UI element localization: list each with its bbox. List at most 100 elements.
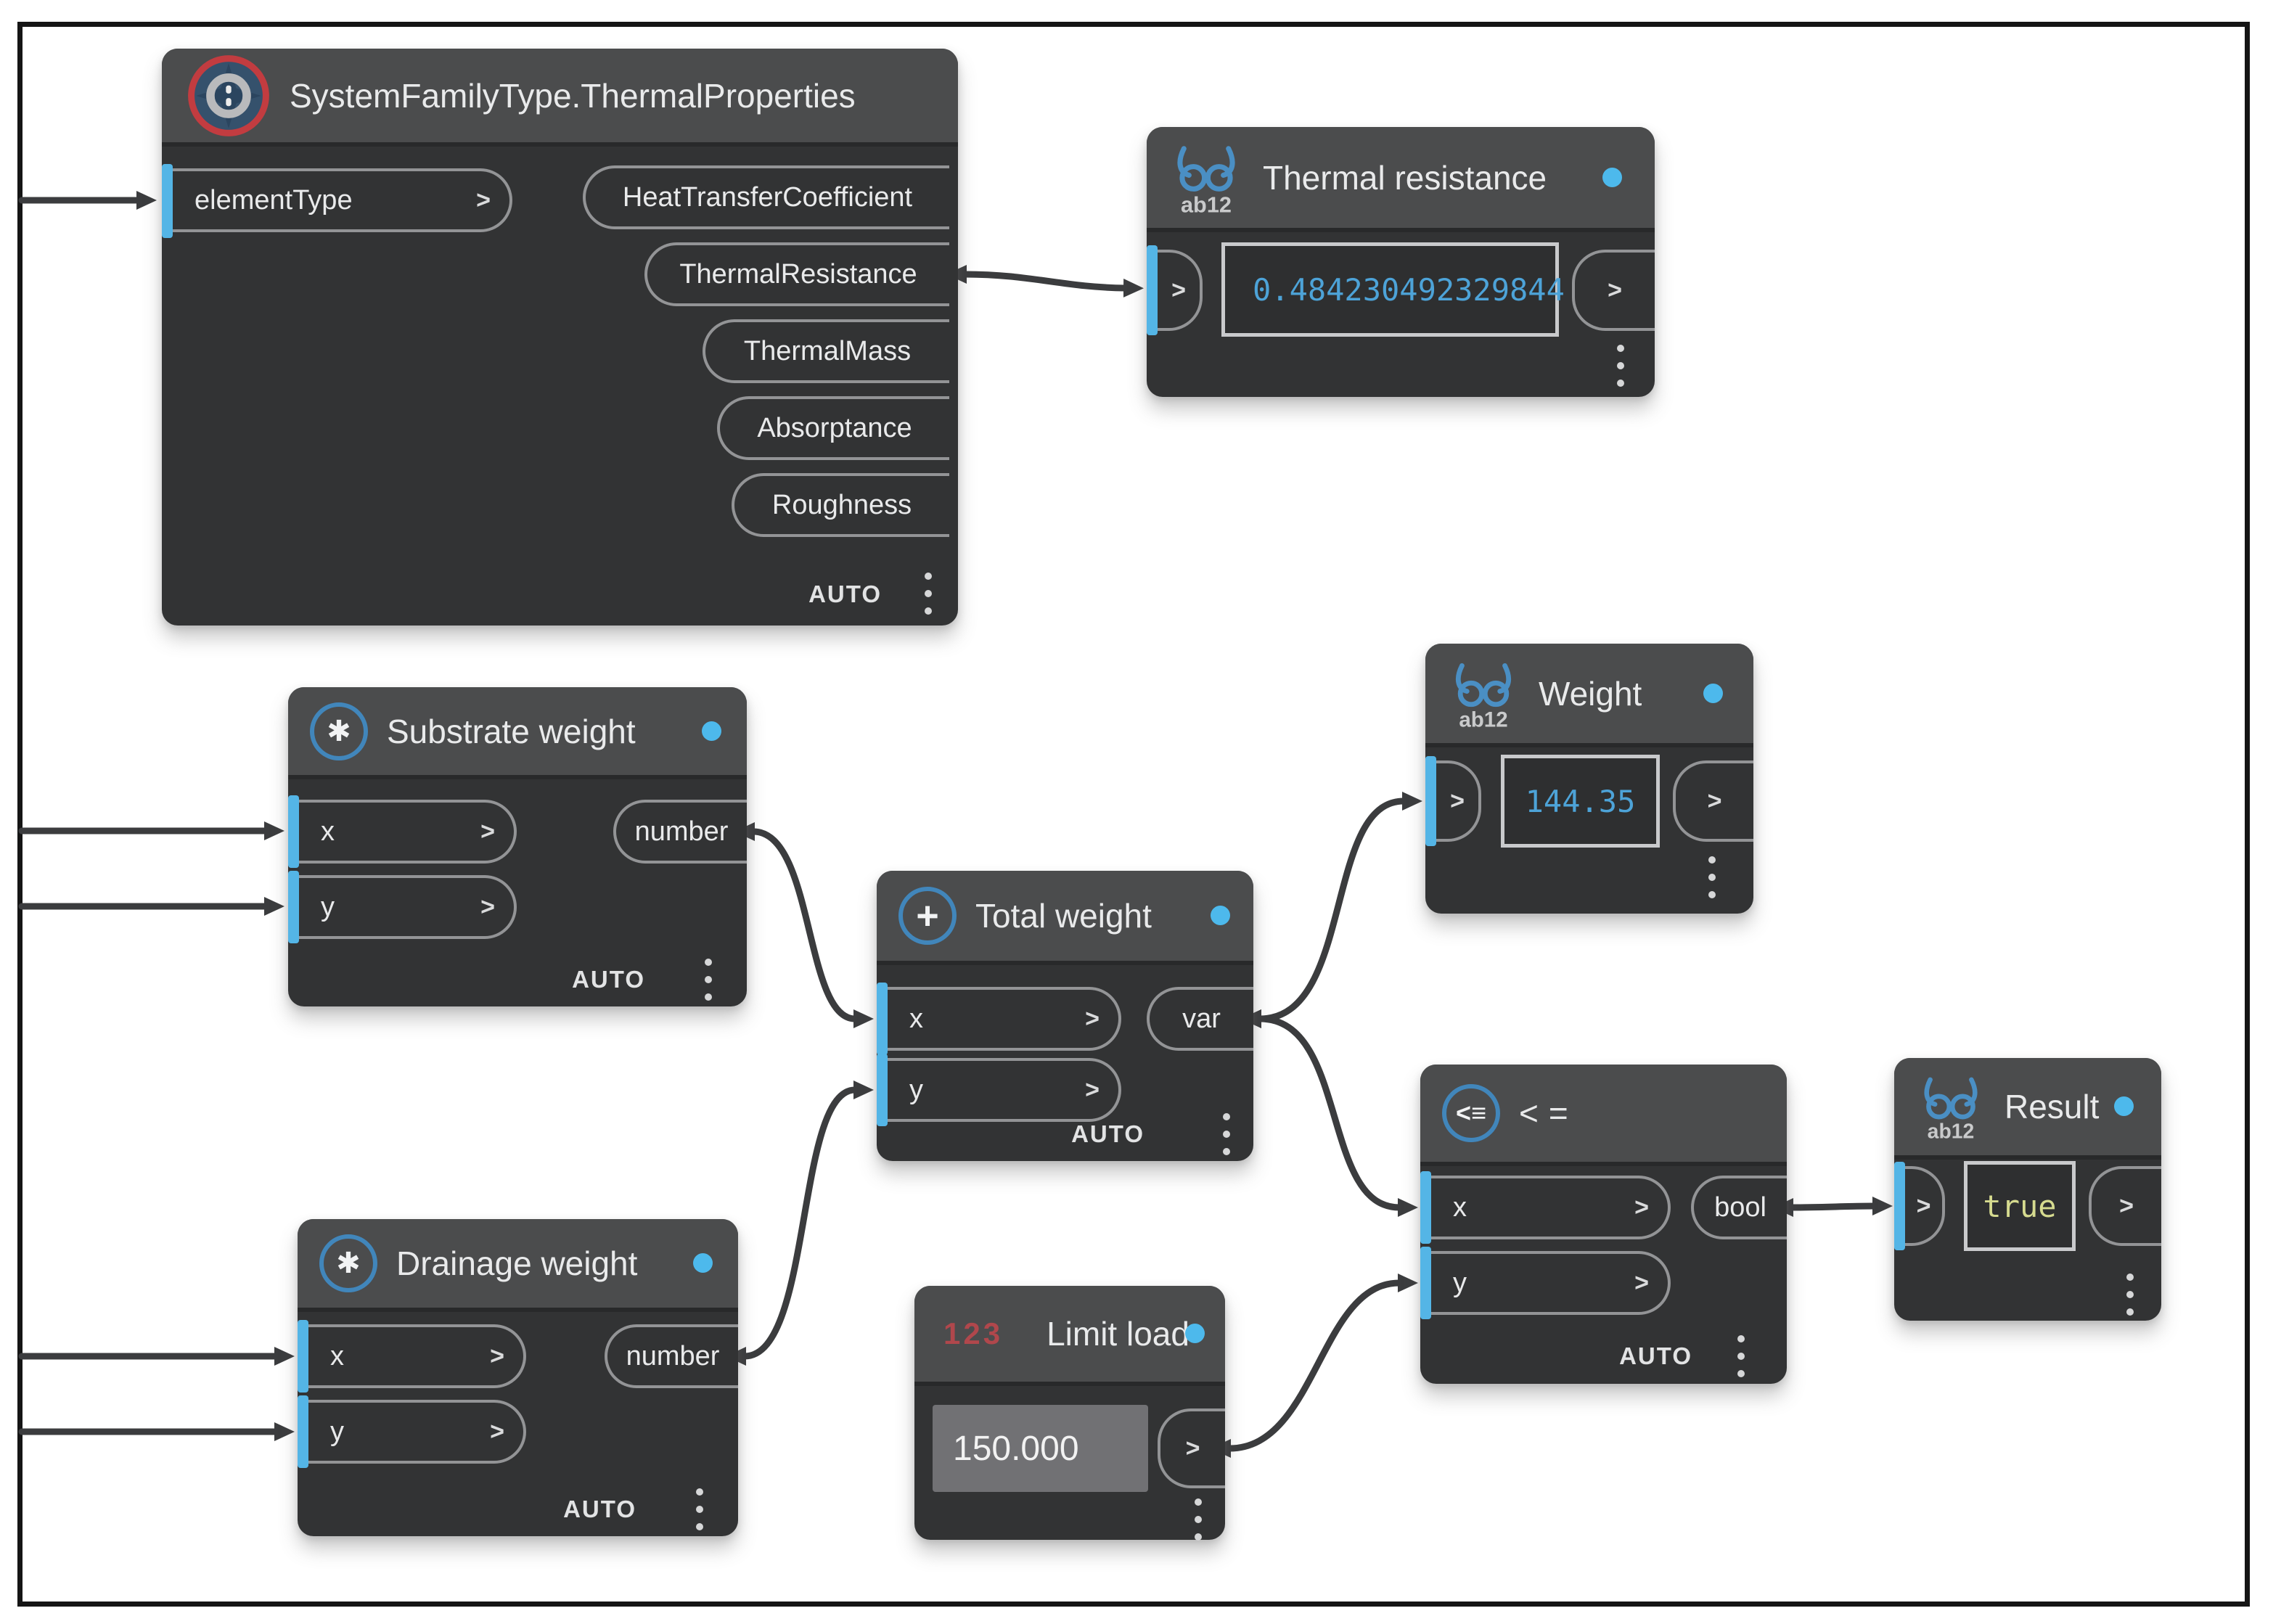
lacing-label[interactable]: AUTO xyxy=(563,1496,636,1522)
input-port-x[interactable]: x > xyxy=(888,987,1121,1051)
node-menu-dots[interactable] xyxy=(1737,1335,1745,1377)
node-menu-dots[interactable] xyxy=(1617,345,1624,387)
output-port-heattransfercoefficient[interactable]: HeatTransferCoefficient xyxy=(583,165,949,229)
input-port-y[interactable]: y > xyxy=(888,1058,1121,1122)
multiply-icon: ✱ xyxy=(310,702,368,760)
output-port-var[interactable]: var xyxy=(1147,987,1253,1051)
input-port[interactable]: > xyxy=(1436,760,1481,842)
lacing-label[interactable]: AUTO xyxy=(572,966,645,993)
node-thermal-resistance-watch[interactable]: ab12 Thermal resistance > 0.484230492329… xyxy=(1147,127,1655,397)
number-icon: 123 xyxy=(943,1316,1004,1350)
input-port-bar xyxy=(1147,245,1158,335)
port-chevron: > xyxy=(476,186,491,214)
node-menu-dots[interactable] xyxy=(1708,856,1716,898)
input-port-x[interactable]: x > xyxy=(1431,1176,1671,1239)
wire-total-to-lessequal-x[interactable] xyxy=(1241,1009,1418,1217)
node-header[interactable]: ab12 Thermal resistance xyxy=(1147,127,1655,232)
node-header[interactable]: ab12 Weight xyxy=(1425,644,1753,747)
wire-total-to-weight[interactable] xyxy=(1241,792,1422,1028)
input-port-bar xyxy=(298,1320,308,1393)
input-port[interactable]: > xyxy=(1158,250,1203,331)
input-port-bar xyxy=(162,164,173,238)
node-result-watch[interactable]: ab12 Result > true > xyxy=(1894,1058,2161,1321)
node-menu-dots[interactable] xyxy=(2126,1274,2134,1316)
node-header[interactable]: ✱ Drainage weight xyxy=(298,1219,738,1312)
input-port-bar xyxy=(877,983,888,1055)
node-title: <= xyxy=(1519,1094,1578,1132)
port-label: elementType xyxy=(194,184,353,216)
port-chevron: > xyxy=(480,893,495,921)
output-port[interactable]: > xyxy=(2089,1166,2161,1246)
port-label: Roughness xyxy=(771,489,912,520)
node-systemfamilytype-thermalproperties[interactable]: SystemFamilyType.ThermalProperties eleme… xyxy=(162,49,958,626)
lacing-label[interactable]: AUTO xyxy=(1619,1342,1692,1369)
port-label: y xyxy=(1453,1267,1467,1298)
output-port-bool[interactable]: bool xyxy=(1691,1176,1787,1239)
port-chevron: > xyxy=(1916,1192,1931,1220)
watch-icon: ab12 xyxy=(1924,1077,1978,1141)
node-less-equal[interactable]: <≡ <= x > y > bool AUTO xyxy=(1420,1065,1787,1384)
input-port-y[interactable]: y > xyxy=(308,1400,526,1464)
input-port-bar xyxy=(288,795,299,868)
wire-drainage-to-total-y[interactable] xyxy=(726,1080,874,1366)
output-port-roughness[interactable]: Roughness xyxy=(732,473,949,537)
node-substrate-weight[interactable]: ✱ Substrate weight x > y > number AUTO xyxy=(288,687,747,1006)
node-menu-dots[interactable] xyxy=(1223,1113,1230,1155)
renamed-indicator-dot xyxy=(2114,1096,2134,1116)
output-port-thermalresistance[interactable]: ThermalResistance xyxy=(644,242,949,306)
input-port-x[interactable]: x > xyxy=(299,800,517,864)
node-weight-watch[interactable]: ab12 Weight > 144.35 > xyxy=(1425,644,1753,914)
svg-text:ab12: ab12 xyxy=(1928,1120,1975,1141)
node-menu-dots[interactable] xyxy=(696,1488,703,1530)
input-port-x[interactable]: x > xyxy=(308,1324,526,1388)
node-header[interactable]: <≡ <= xyxy=(1420,1065,1787,1166)
output-port-number[interactable]: number xyxy=(613,800,747,864)
port-label: ThermalResistance xyxy=(679,258,917,290)
lacing-label[interactable]: AUTO xyxy=(808,581,882,607)
input-port-y[interactable]: y > xyxy=(299,875,517,939)
port-chevron: > xyxy=(490,1417,504,1445)
node-drainage-weight[interactable]: ✱ Drainage weight x > y > number AUTO xyxy=(298,1219,738,1536)
output-port-number[interactable]: number xyxy=(605,1324,738,1388)
renamed-indicator-dot xyxy=(1185,1324,1205,1343)
renamed-indicator-dot xyxy=(693,1253,713,1273)
input-port-elementtype[interactable]: elementType > xyxy=(173,168,512,232)
node-menu-dots[interactable] xyxy=(925,573,932,615)
output-port[interactable]: > xyxy=(1572,250,1655,331)
less-equal-icon: <≡ xyxy=(1442,1084,1500,1142)
wire-limit-to-lessequal-y[interactable] xyxy=(1211,1274,1418,1458)
node-header[interactable]: ✱ Substrate weight xyxy=(288,687,747,779)
node-menu-dots[interactable] xyxy=(705,959,712,1001)
output-port[interactable]: > xyxy=(1673,760,1753,842)
input-port-bar xyxy=(1894,1162,1905,1250)
lacing-label[interactable]: AUTO xyxy=(1071,1120,1144,1147)
output-port-absorptance[interactable]: Absorptance xyxy=(717,396,949,460)
node-title: SystemFamilyType.ThermalProperties xyxy=(290,76,856,115)
input-port-y[interactable]: y > xyxy=(1431,1251,1671,1315)
input-port-bar xyxy=(288,871,299,943)
port-label: var xyxy=(1182,1003,1221,1034)
node-limit-load[interactable]: 123 Limit load 150.000 > xyxy=(914,1286,1225,1541)
watch-value-box: 144.35 xyxy=(1501,755,1660,848)
node-total-weight[interactable]: + Total weight x > y > var AUTO xyxy=(877,871,1253,1161)
output-port[interactable]: > xyxy=(1158,1408,1225,1488)
node-header[interactable]: SystemFamilyType.ThermalProperties xyxy=(162,49,958,147)
node-header[interactable]: ab12 Result xyxy=(1894,1058,2161,1160)
add-icon: + xyxy=(898,887,957,945)
node-header[interactable]: 123 Limit load xyxy=(914,1286,1225,1386)
wire-substrate-to-total-x[interactable] xyxy=(734,822,874,1028)
port-chevron: > xyxy=(1634,1193,1649,1221)
input-port-bar xyxy=(877,1054,888,1126)
port-chevron: > xyxy=(490,1342,504,1370)
watch-icon: ab12 xyxy=(1455,663,1512,730)
port-chevron: > xyxy=(1707,787,1722,815)
input-port[interactable]: > xyxy=(1905,1166,1945,1246)
output-port-thermalmass[interactable]: ThermalMass xyxy=(703,319,949,383)
watch-icon: ab12 xyxy=(1177,145,1235,216)
number-input-field[interactable]: 150.000 xyxy=(933,1405,1148,1492)
wire-thermalresistance-to-watch[interactable] xyxy=(946,265,1144,298)
node-menu-dots[interactable] xyxy=(1195,1498,1202,1541)
node-header[interactable]: + Total weight xyxy=(877,871,1253,965)
wire-bool-to-result[interactable] xyxy=(1773,1197,1893,1217)
